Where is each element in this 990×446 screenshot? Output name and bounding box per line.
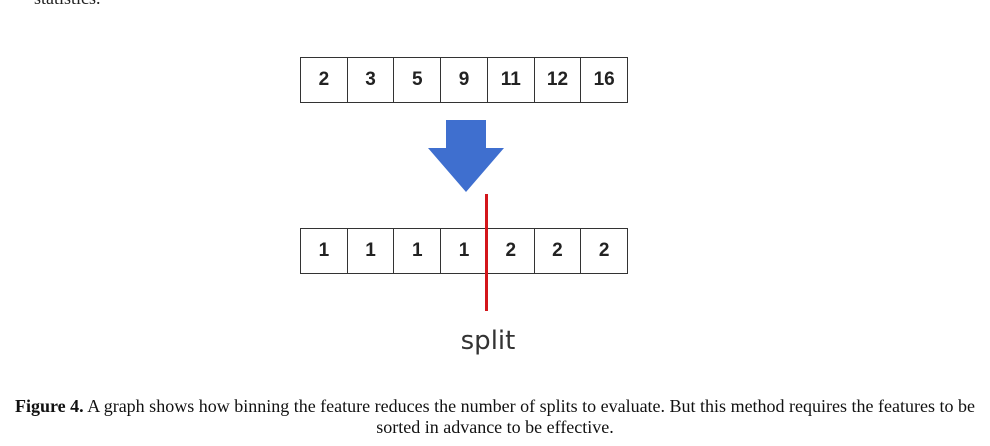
raw-value-cell: 9 <box>441 58 488 102</box>
raw-value-cell: 16 <box>593 69 615 90</box>
bin-value-cell: 2 <box>488 229 535 273</box>
split-line <box>485 194 488 311</box>
figure-caption: Figure 4. A graph shows how binning the … <box>10 396 980 438</box>
raw-value-cell: 3 <box>348 58 395 102</box>
raw-values-row: 2 3 5 9 11 12 16 <box>300 57 628 103</box>
binned-values-row: 1 1 1 1 2 2 2 <box>300 228 628 274</box>
figure-label: Figure 4. <box>15 396 84 416</box>
bin-value-cell: 1 <box>394 229 442 273</box>
caption-text: A graph shows how binning the feature re… <box>83 396 975 437</box>
raw-value-cell: 2 <box>301 58 348 102</box>
raw-value-cell: 12 <box>535 58 582 102</box>
bin-value-cell: 2 <box>535 229 582 273</box>
raw-value-cell: 5 <box>394 58 442 102</box>
bin-value-cell: 2 <box>598 240 610 261</box>
down-arrow-icon <box>428 120 504 192</box>
bin-value-cell: 1 <box>301 229 348 273</box>
raw-value-cell: 11 <box>488 58 535 102</box>
bin-value-cell: 1 <box>441 229 488 273</box>
previous-text-fragment: statistics. <box>34 0 101 9</box>
split-label: split <box>460 326 516 356</box>
bin-value-cell: 1 <box>348 229 395 273</box>
